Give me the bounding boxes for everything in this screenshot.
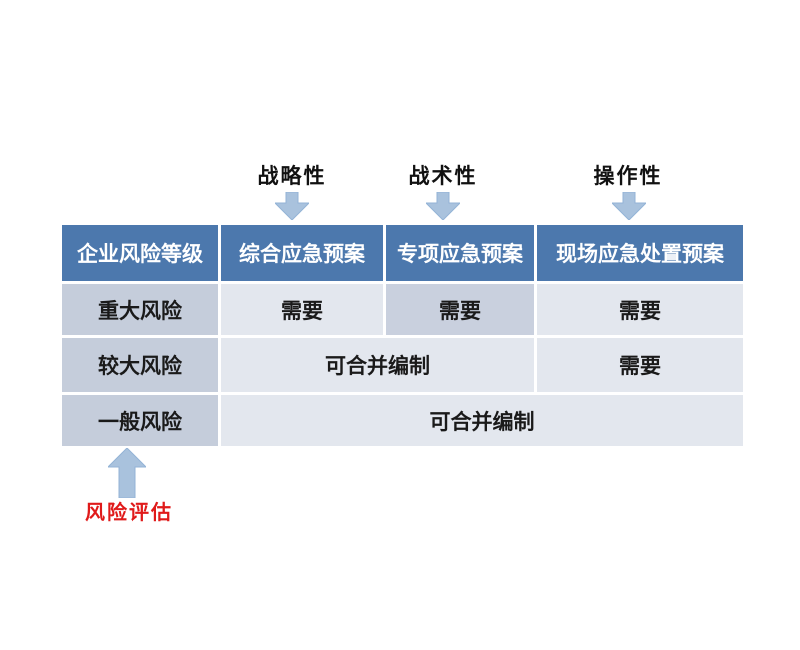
header-special-plan: 专项应急预案 xyxy=(386,225,534,281)
up-arrow-icon xyxy=(108,448,146,498)
risk-plan-table: 企业风险等级 综合应急预案 专项应急预案 现场应急处置预案 重大风险 需要 需要… xyxy=(62,225,743,446)
header-comprehensive-plan: 综合应急预案 xyxy=(221,225,383,281)
header-risk-level: 企业风险等级 xyxy=(62,225,218,281)
down-arrow-icon xyxy=(426,192,460,220)
tactical-label: 战术性 xyxy=(408,163,478,188)
cell-general-merged: 可合并编制 xyxy=(221,395,743,446)
row-level-major: 重大风险 xyxy=(62,284,218,335)
cell-major-comprehensive: 需要 xyxy=(221,284,383,335)
cell-relmajor-merged: 可合并编制 xyxy=(221,338,534,392)
down-arrow-icon xyxy=(612,192,646,220)
down-arrow-icon xyxy=(275,192,309,220)
risk-assessment-label: 风险评估 xyxy=(85,500,173,524)
cell-major-onsite: 需要 xyxy=(537,284,743,335)
operational-label: 操作性 xyxy=(593,163,663,188)
strategic-label: 战略性 xyxy=(257,163,327,188)
row-level-general: 一般风险 xyxy=(62,395,218,446)
header-onsite-plan: 现场应急处置预案 xyxy=(537,225,743,281)
cell-relmajor-onsite: 需要 xyxy=(537,338,743,392)
cell-major-special: 需要 xyxy=(386,284,534,335)
row-level-relatively-major: 较大风险 xyxy=(62,338,218,392)
